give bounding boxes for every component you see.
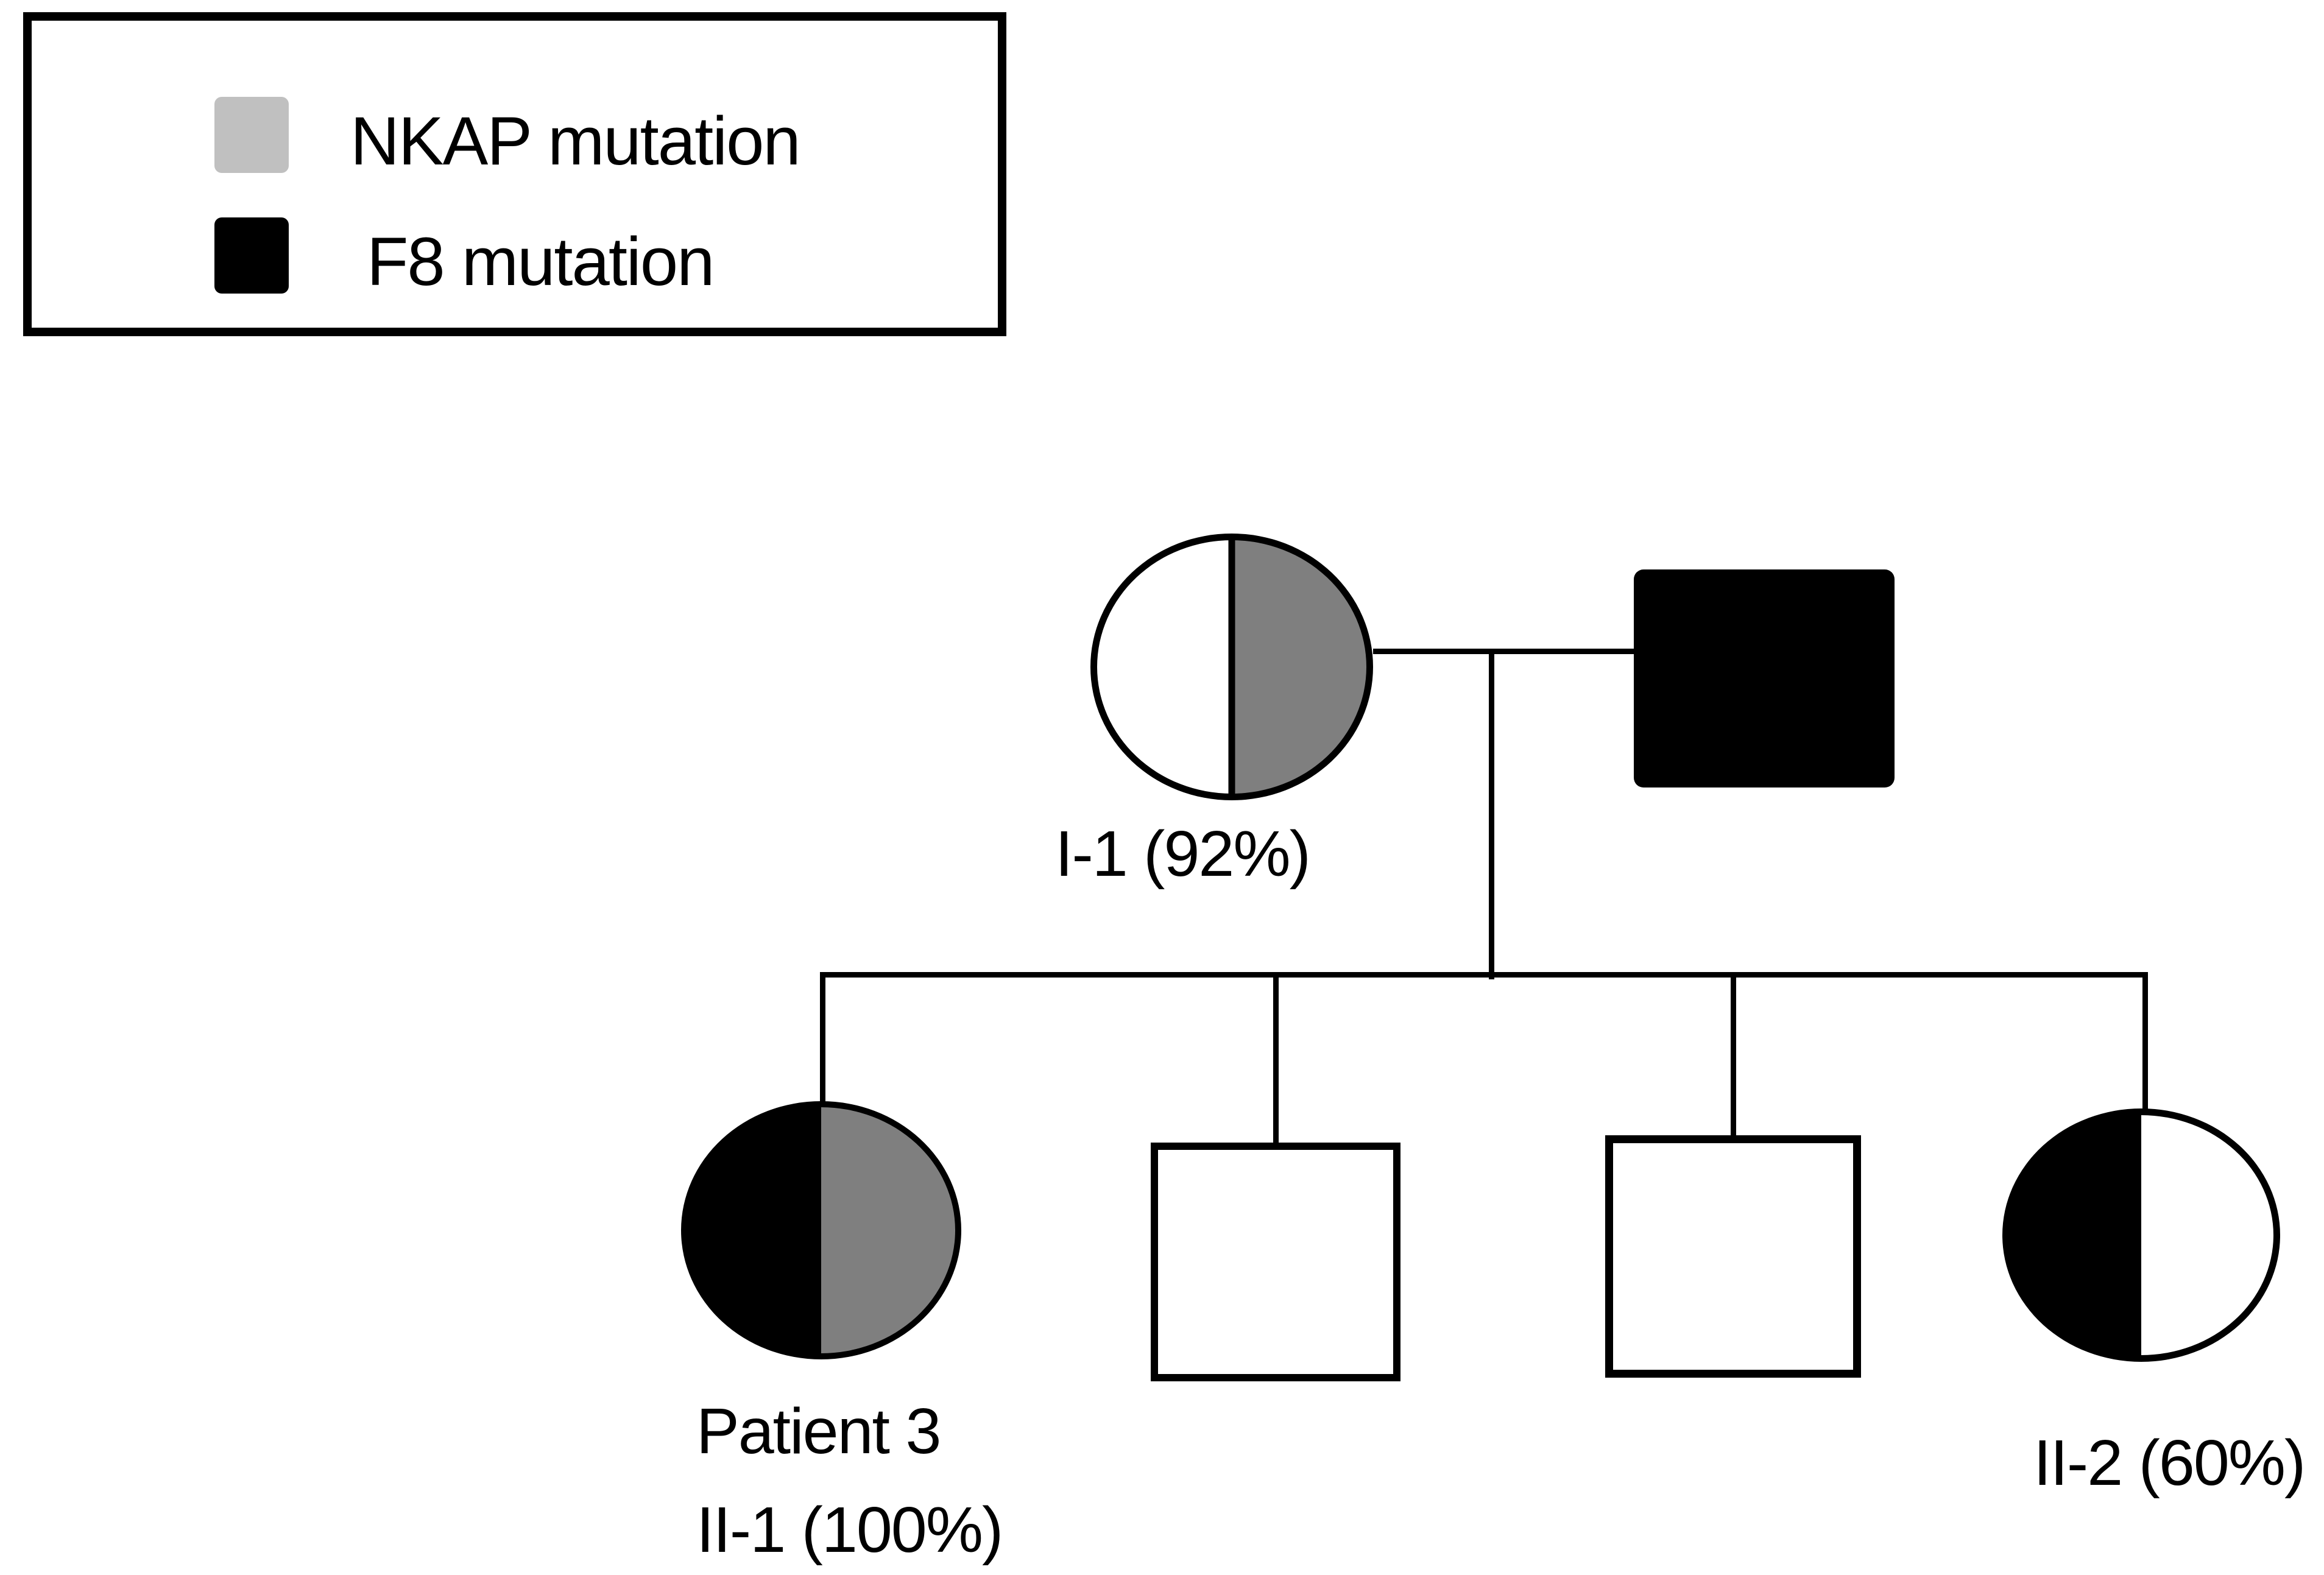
drop-line-child-2 (1273, 972, 1279, 1143)
legend-box: NKAP mutation F8 mutation (23, 12, 1006, 336)
drop-line-child-4 (2142, 972, 2148, 1113)
circle-half-divider (1228, 538, 1235, 796)
individual-I-1-label: I-1 (92%) (1055, 818, 1311, 890)
nkap-mutation-legend-label: NKAP mutation (350, 103, 801, 179)
nkap-mutation-swatch-icon (214, 97, 289, 173)
sibling-bar-line (820, 972, 2148, 978)
patient-3-label: Patient 3 (696, 1395, 941, 1467)
f8-mutation-swatch-icon (214, 217, 289, 294)
individual-I-1-circle (1090, 534, 1373, 800)
f8-mutation-legend-label: F8 mutation (367, 224, 715, 300)
individual-II-2-circle (2002, 1108, 2280, 1362)
unaffected-male-square-2 (1605, 1135, 1861, 1378)
drop-line-child-3 (1731, 972, 1736, 1135)
individual-I-2-square (1634, 569, 1895, 788)
spouse-connector-line (1373, 649, 1634, 654)
individual-II-1-label: II-1 (100%) (696, 1494, 1003, 1566)
drop-line-child-1 (820, 972, 825, 1104)
parents-to-children-line (1489, 649, 1494, 979)
individual-II-1-circle (681, 1101, 961, 1359)
individual-II-2-label: II-2 (60%) (2033, 1427, 2306, 1499)
unaffected-male-square-1 (1151, 1143, 1400, 1381)
